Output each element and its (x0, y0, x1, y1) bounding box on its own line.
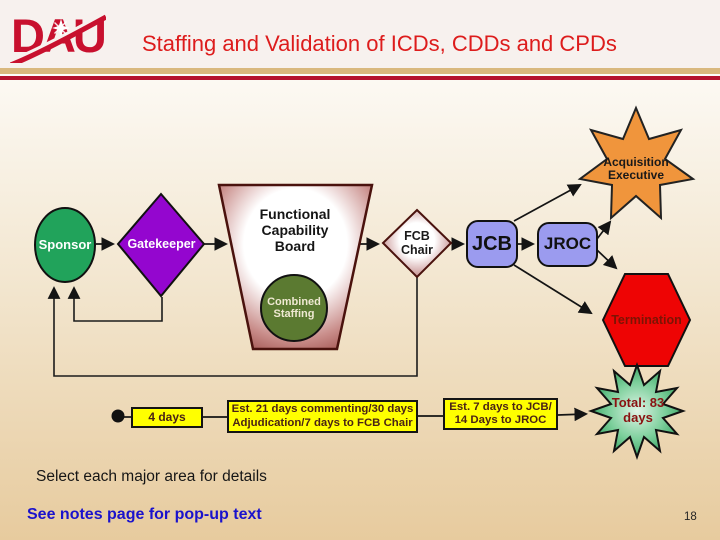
termination-shape[interactable] (601, 273, 692, 367)
arrow-jcb-star (513, 184, 582, 222)
timeline-start-dot (111, 409, 125, 423)
fcb-label[interactable]: Functional Capability Board (259, 206, 331, 254)
jcb-label[interactable]: JCB (471, 232, 512, 255)
arrow-jcb-termination (513, 264, 593, 315)
combined-staffing-shape[interactable] (260, 274, 328, 342)
timeline-box-7-days: Est. 7 days to JCB/ 14 Days to JROC (443, 398, 558, 430)
arrow-jroc-termination (596, 249, 618, 270)
total-days-label: Total: 83 days (611, 395, 665, 425)
acquisition-executive-label[interactable]: Acquisition Executive (603, 154, 669, 182)
fcb-chair-label[interactable]: FCB Chair (401, 229, 433, 257)
loop-gatekeeper-to-sponsor (67, 286, 163, 322)
divider-gold (0, 68, 720, 74)
notes-page-link[interactable]: See notes page for pop-up text (27, 506, 262, 523)
jcb-shape[interactable] (466, 220, 518, 268)
divider-gap (0, 74, 720, 76)
fcb-chair-shape[interactable] (381, 208, 453, 279)
arrow-jroc-star (596, 220, 612, 240)
header: DAU Staffing and Validation of ICDs, CDD… (0, 0, 720, 68)
arrow-to-total (557, 407, 589, 422)
diagram-area (0, 79, 720, 540)
page-title: Staffing and Validation of ICDs, CDDs an… (142, 31, 617, 56)
dau-logo-icon: DAU (10, 9, 106, 63)
gatekeeper-label[interactable]: Gatekeeper (127, 237, 196, 251)
select-area-instruction: Select each major area for details (36, 468, 267, 485)
acquisition-executive-shape[interactable] (577, 105, 696, 221)
connectors (96, 184, 618, 315)
gatekeeper-shape[interactable] (116, 192, 206, 298)
jroc-shape[interactable] (537, 222, 598, 267)
fcb-shape[interactable] (217, 183, 374, 351)
timeline-box-4-days: 4 days (131, 407, 203, 428)
sponsor-label[interactable]: Sponsor (38, 236, 92, 252)
divider-red (0, 76, 720, 80)
page-number: 18 (684, 511, 697, 523)
sponsor-shape[interactable] (34, 207, 96, 283)
total-burst-shape (587, 361, 687, 461)
feedback-loops (47, 277, 418, 377)
loop-fcbchair-to-sponsor (47, 277, 418, 377)
timeline-graphics (111, 407, 589, 423)
termination-label[interactable]: Termination (611, 313, 682, 327)
combined-staffing-label[interactable]: Combined Staffing (267, 295, 321, 320)
jroc-label[interactable]: JROC (543, 234, 592, 254)
timeline-box-21-days: Est. 21 days commenting/30 days Adjudica… (227, 400, 418, 433)
